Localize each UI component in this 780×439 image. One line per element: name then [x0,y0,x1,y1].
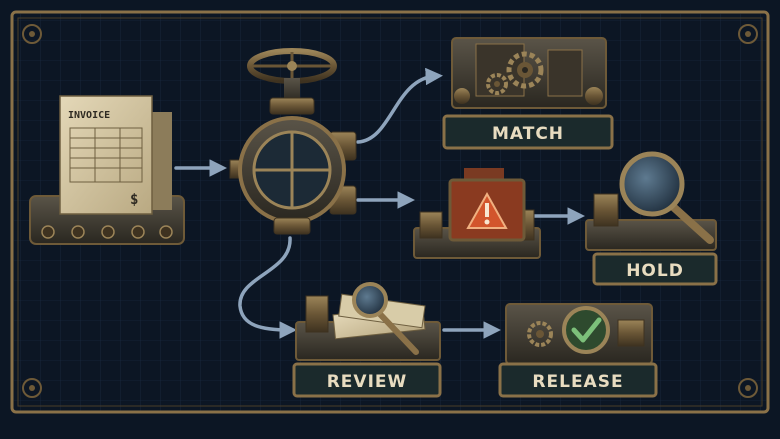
invoice-currency-symbol: $ [130,192,138,208]
review-node: REVIEW [292,282,442,398]
match-label: MATCH [492,124,564,144]
corner-gear-icon [22,378,42,398]
invoice-document: INVOICE $ [59,95,153,215]
hold-node: HOLD [585,151,718,286]
magnifier-icon [352,282,419,355]
exception-node [413,168,541,259]
gear-icon [506,51,544,89]
diagram-frame [10,10,770,414]
release-label: RELEASE [532,372,623,392]
valve-node [229,48,357,235]
hold-label: HOLD [626,261,684,281]
match-node: MATCH [442,37,614,150]
warning-icon [466,191,508,229]
gear-icon [486,73,508,95]
review-label: REVIEW [327,372,408,392]
valve-wheel-icon [247,48,337,84]
invoice-header: INVOICE [68,110,110,121]
corner-gear-icon [22,24,42,44]
invoice-node: INVOICE $ [29,95,185,245]
magnifier-icon [619,151,714,244]
corner-gear-icon [738,378,758,398]
gear-icon [527,321,553,347]
corner-gear-icon [738,24,758,44]
arrow-valve-to-review [238,236,297,339]
connectors [174,67,585,339]
arrow-valve-to-match [356,67,443,144]
release-node: RELEASE [498,303,658,398]
checkmark-icon [562,306,610,354]
